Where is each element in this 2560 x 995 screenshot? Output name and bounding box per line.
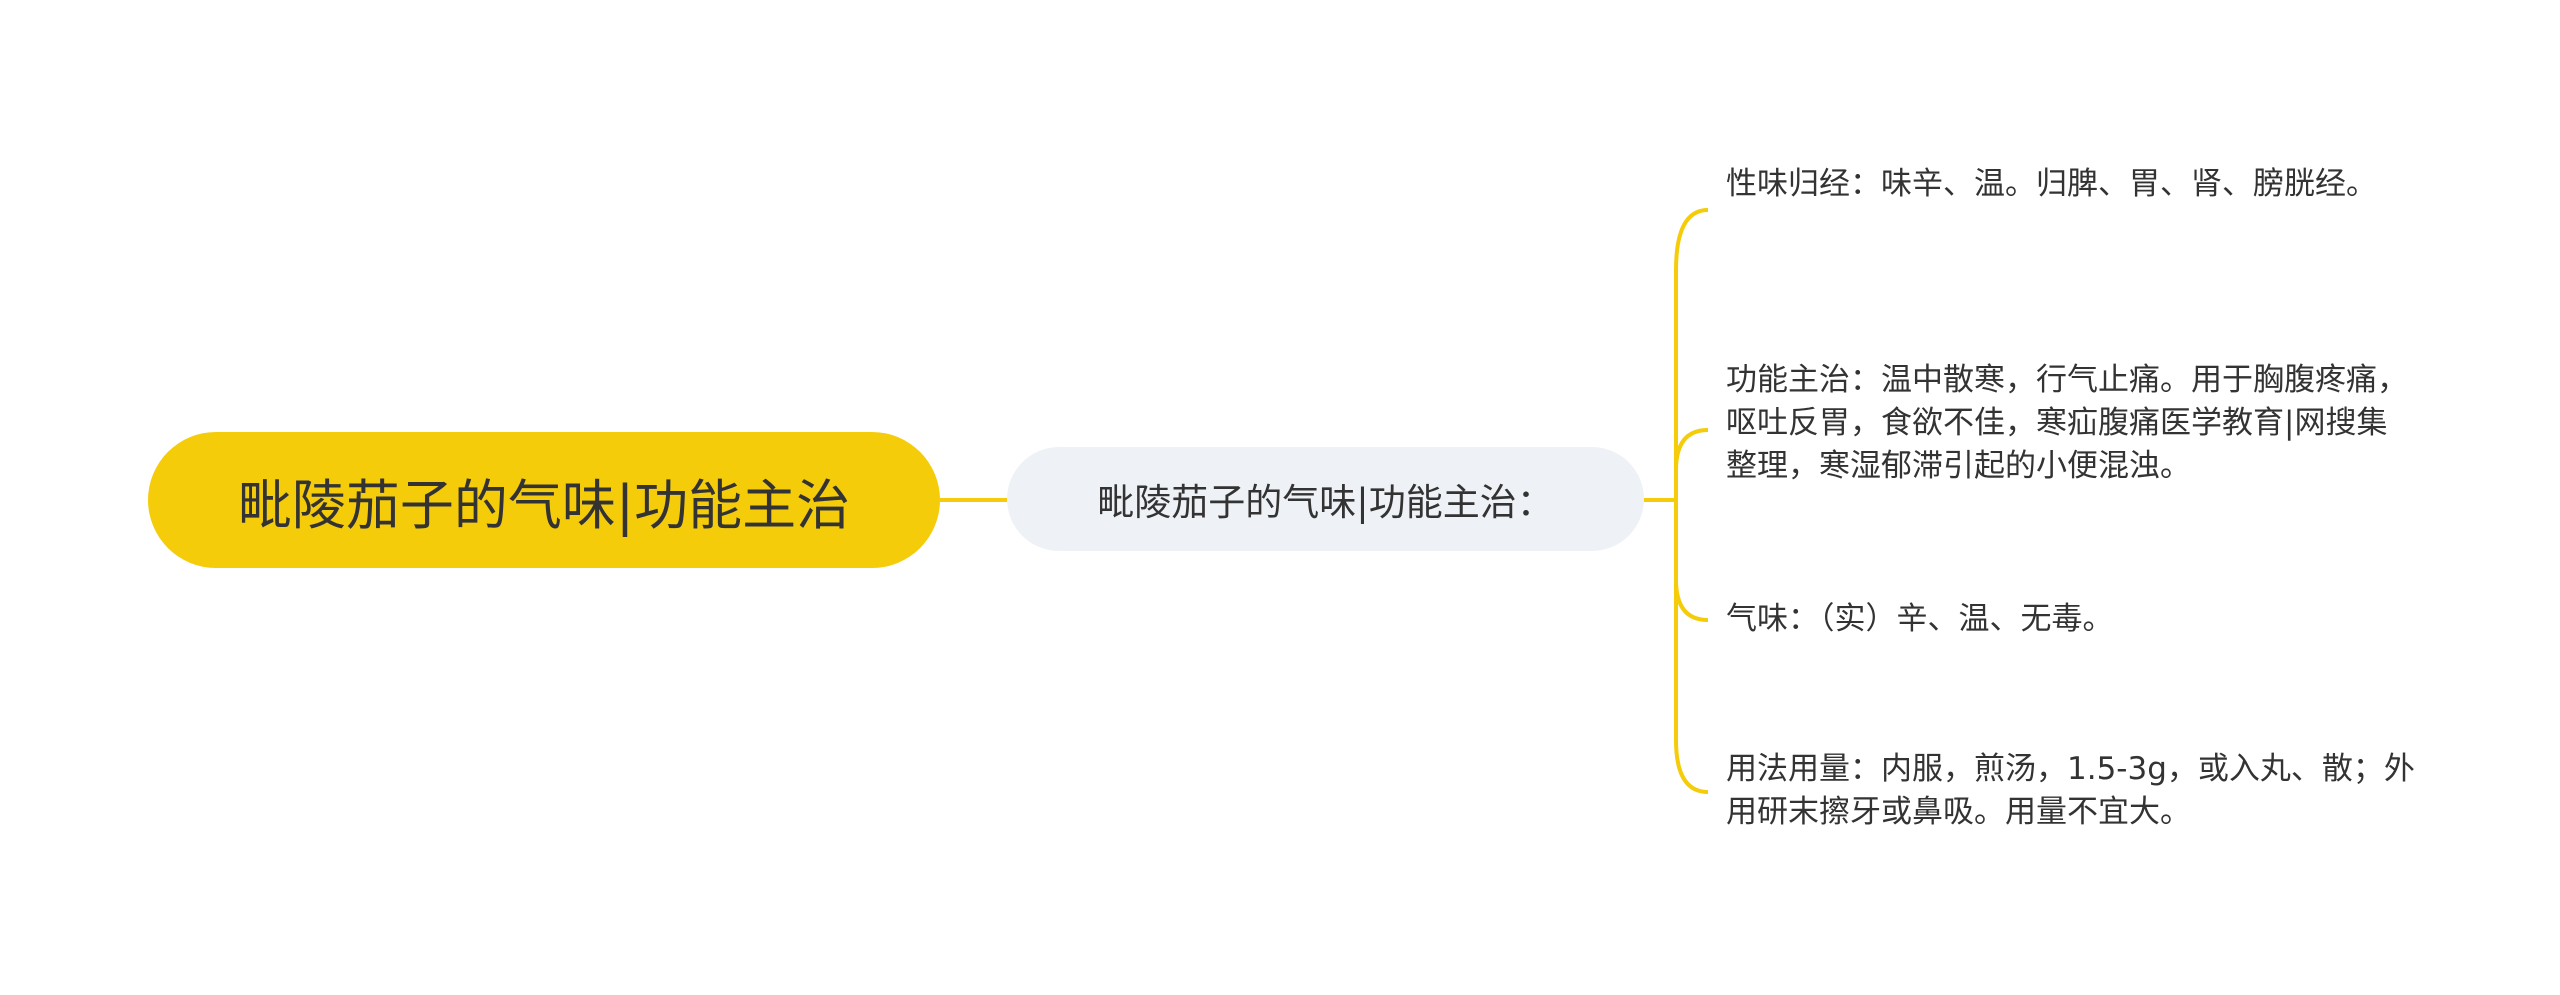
bracket-curve [1674,208,1709,794]
leaf-text: 气味：（实）辛、温、无毒。 [1726,601,2114,637]
leaf-node-nature-meridian[interactable]: 性味归经：味辛、温。归脾、胃、肾、膀胱经。 [1726,163,2416,206]
root-node-label: 毗陵茄子的气味|功能主治 [237,473,851,537]
leaf-node-flavor[interactable]: 气味：（实）辛、温、无毒。 [1726,598,2416,641]
bracket-tick-3 [1674,579,1709,622]
root-node[interactable]: 毗陵茄子的气味|功能主治 [148,432,940,568]
leaf-text: 用法用量：内服，煎汤，1.5-3g，或入丸、散；外用研末擦牙或鼻吸。用量不宜大。 [1726,751,2415,830]
leaf-node-dosage[interactable]: 用法用量：内服，煎汤，1.5-3g，或入丸、散；外用研末擦牙或鼻吸。用量不宜大。 [1726,748,2416,834]
leaf-text: 性味归经：味辛、温。归脾、胃、肾、膀胱经。 [1726,166,2377,202]
leaf-text: 功能主治：温中散寒，行气止痛。用于胸腹疼痛，呕吐反胃，食欲不佳，寒疝腹痛医学教育… [1726,362,2408,484]
branch-node-label: 毗陵茄子的气味|功能主治： [1097,481,1554,524]
branch-node[interactable]: 毗陵茄子的气味|功能主治： [1007,447,1644,551]
leaf-node-functions[interactable]: 功能主治：温中散寒，行气止痛。用于胸腹疼痛，呕吐反胃，食欲不佳，寒疝腹痛医学教育… [1726,359,2416,488]
bracket-tick-2 [1674,428,1709,471]
